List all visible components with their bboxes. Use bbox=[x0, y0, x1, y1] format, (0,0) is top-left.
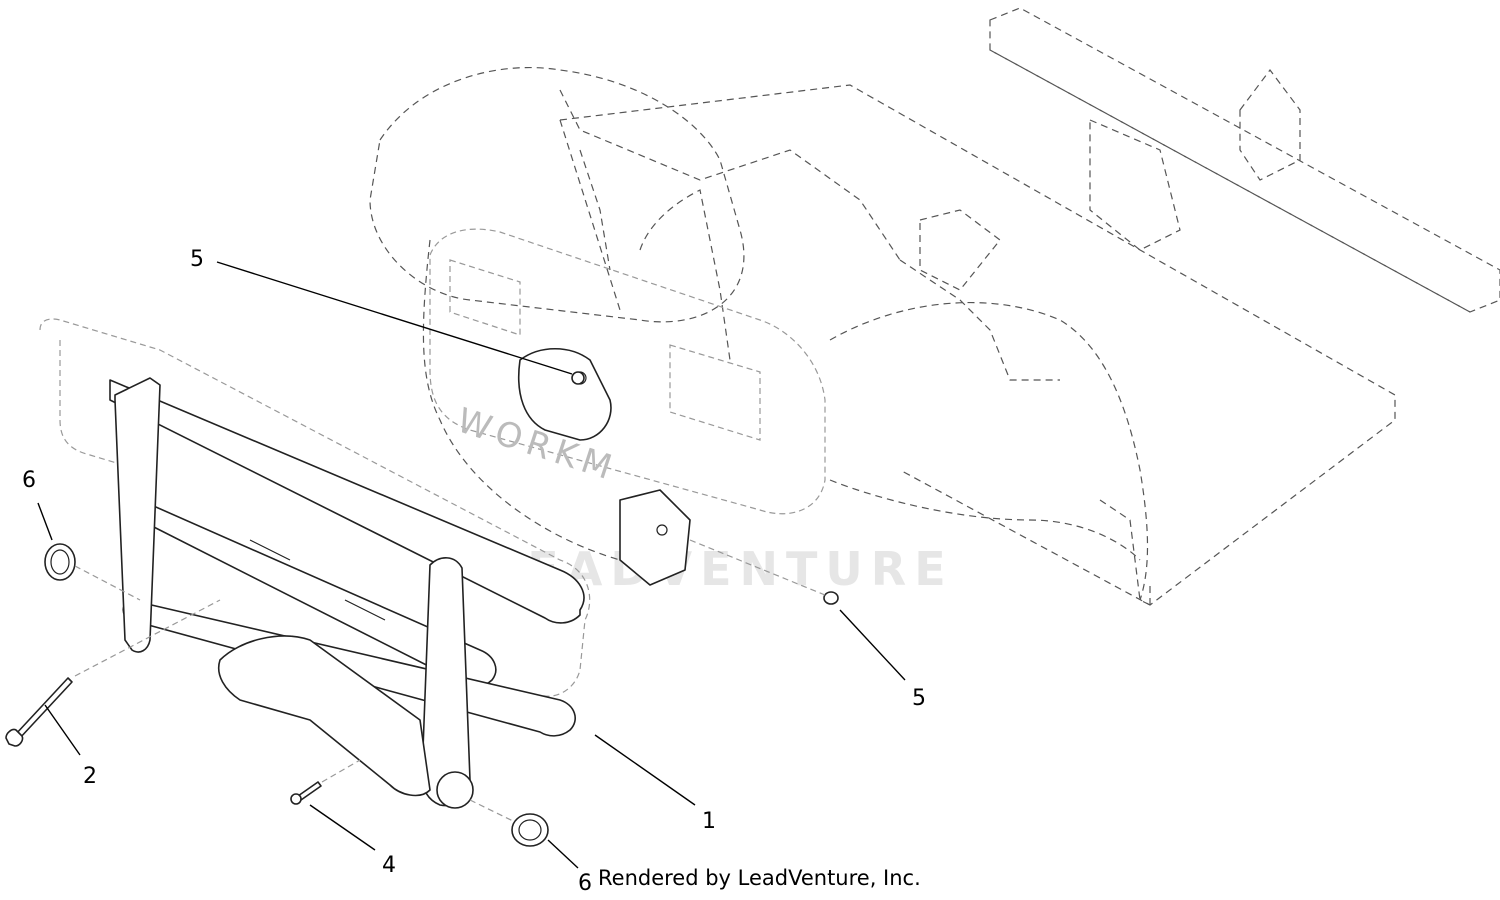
leader-5-right bbox=[839, 609, 906, 681]
short-bolt bbox=[290, 759, 361, 805]
rear-frame-rail bbox=[989, 7, 1500, 313]
leader-5-upper bbox=[216, 261, 573, 375]
callout-6-left: 6 bbox=[22, 468, 36, 493]
callout-labels: 5 6 2 5 1 4 6 bbox=[22, 247, 926, 896]
callout-1: 1 bbox=[702, 809, 716, 834]
leader-1 bbox=[594, 734, 696, 806]
callout-2: 2 bbox=[83, 764, 97, 789]
callout-5-upper: 5 bbox=[190, 247, 204, 272]
callout-5-right: 5 bbox=[912, 686, 926, 711]
chassis-floor-plate bbox=[559, 84, 1396, 606]
callout-leaders bbox=[37, 261, 906, 869]
leader-6-bottom bbox=[547, 839, 579, 869]
front-bumper-guard bbox=[39, 318, 591, 809]
frame-tubing bbox=[559, 89, 1151, 606]
leader-6-left bbox=[37, 502, 53, 541]
long-bolt bbox=[5, 599, 221, 747]
callout-4: 4 bbox=[382, 853, 396, 878]
leader-2 bbox=[44, 704, 81, 756]
right-flange-nut bbox=[689, 539, 839, 605]
center-mount-bracket bbox=[517, 348, 691, 586]
front-hood-panel: WORKM bbox=[429, 228, 826, 515]
left-plug-cap bbox=[44, 543, 141, 601]
body-shroud bbox=[369, 67, 1149, 601]
bottom-plug-cap bbox=[469, 799, 549, 847]
callout-6-bottom: 6 bbox=[578, 871, 592, 896]
render-credit: Rendered by LeadVenture, Inc. bbox=[598, 866, 921, 890]
upper-flange-nut bbox=[571, 371, 585, 385]
leader-4 bbox=[309, 804, 376, 851]
